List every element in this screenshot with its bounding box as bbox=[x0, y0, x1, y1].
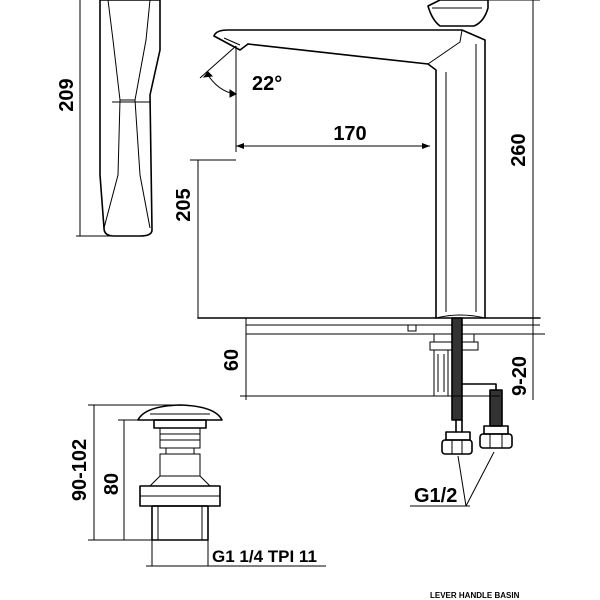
dim-handle-height-label: 209 bbox=[56, 78, 78, 111]
dim-total-height-label: 260 bbox=[508, 133, 530, 166]
dim-waste-height-range-label: 90-102 bbox=[69, 439, 91, 501]
dim-spout-angle-label: 22° bbox=[252, 73, 282, 95]
dim-waste-thread-label: G1 1/4 TPI 11 bbox=[212, 547, 317, 566]
dim-spout-reach bbox=[235, 100, 430, 152]
dim-spout-height-label: 205 bbox=[173, 188, 195, 221]
dim-waste-body-height bbox=[118, 419, 154, 540]
dim-total-height bbox=[488, 0, 540, 318]
dim-handle-height bbox=[76, 0, 130, 237]
dim-waste-thread-leader bbox=[146, 540, 326, 567]
dim-hose-thread-leader bbox=[410, 451, 495, 507]
dim-spout-height bbox=[190, 159, 236, 318]
dim-deck-thickness-label: 9-20 bbox=[509, 356, 531, 396]
dim-shank-length-label: 60 bbox=[221, 349, 243, 371]
dim-spout-reach-label: 170 bbox=[333, 123, 366, 145]
handle-side-view bbox=[99, 0, 161, 237]
drawing-caption: LEVER HANDLE BASIN bbox=[430, 591, 520, 600]
dim-spout-angle bbox=[199, 45, 237, 100]
dim-shank-length bbox=[240, 334, 500, 400]
dim-deck-thickness bbox=[525, 318, 545, 400]
popup-waste bbox=[137, 404, 223, 541]
dim-waste-height-range bbox=[88, 404, 180, 541]
dim-waste-body-height-label: 80 bbox=[101, 473, 123, 495]
dim-hose-thread-label: G1/2 bbox=[414, 485, 457, 507]
shank-and-hoses bbox=[433, 317, 513, 455]
faucet-body bbox=[213, 0, 489, 319]
deck-plate bbox=[197, 317, 541, 351]
